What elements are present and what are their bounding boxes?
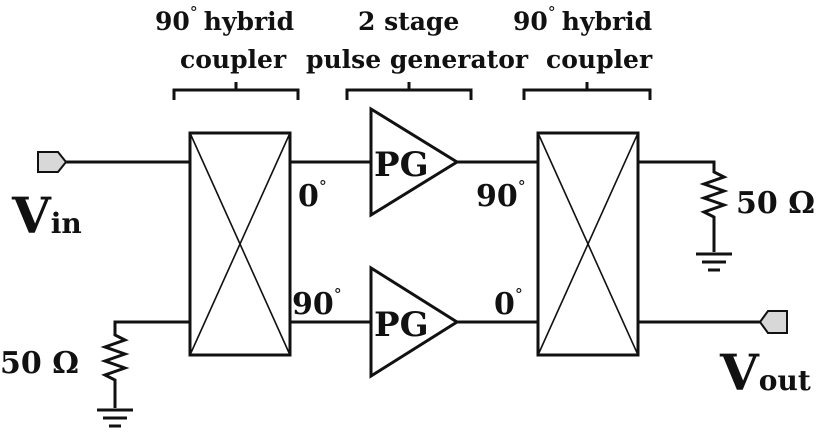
right-resistor-symbol	[638, 160, 729, 252]
left-ground-icon	[97, 408, 133, 428]
left-resistor-label: 50 Ω	[0, 346, 79, 381]
right-coupler-in-bottom-phase: 0°	[494, 285, 523, 322]
right-resistor-label: 50 Ω	[736, 186, 815, 221]
right-coupler-in-top-phase: 90°	[476, 177, 526, 214]
left-hybrid-coupler	[188, 131, 292, 357]
left-coupler-out-bottom-phase: 90°	[292, 285, 342, 322]
left-coupler-title-line1: 90°hybrid	[155, 3, 294, 36]
svg-text:PG: PG	[374, 145, 429, 185]
vout-label: Vout	[719, 343, 811, 402]
vout-port-connector	[758, 310, 788, 334]
left-coupler-out-top-phase: 0°	[298, 177, 327, 214]
pulse-generator-title-line1: 2 stage	[358, 7, 459, 36]
left-resistor-symbol	[100, 320, 190, 408]
left-coupler-title-line2: coupler	[180, 45, 287, 74]
right-coupler-title-line2: coupler	[546, 45, 653, 74]
right-hybrid-coupler	[536, 131, 640, 357]
vin-label: Vin	[11, 186, 82, 245]
vin-port-connector	[37, 151, 68, 173]
right-ground-icon	[696, 252, 732, 272]
right-coupler-brace	[522, 82, 652, 100]
right-coupler-title-line1: 90°hybrid	[513, 3, 652, 36]
pulse-generator-top: PG	[369, 106, 460, 218]
pulse-generator-brace	[345, 82, 473, 100]
svg-text:PG: PG	[374, 305, 429, 345]
pulse-generator-bottom: PG	[369, 265, 460, 379]
pulse-generator-title-line2: pulse generator	[306, 45, 529, 74]
left-coupler-brace	[172, 82, 300, 100]
